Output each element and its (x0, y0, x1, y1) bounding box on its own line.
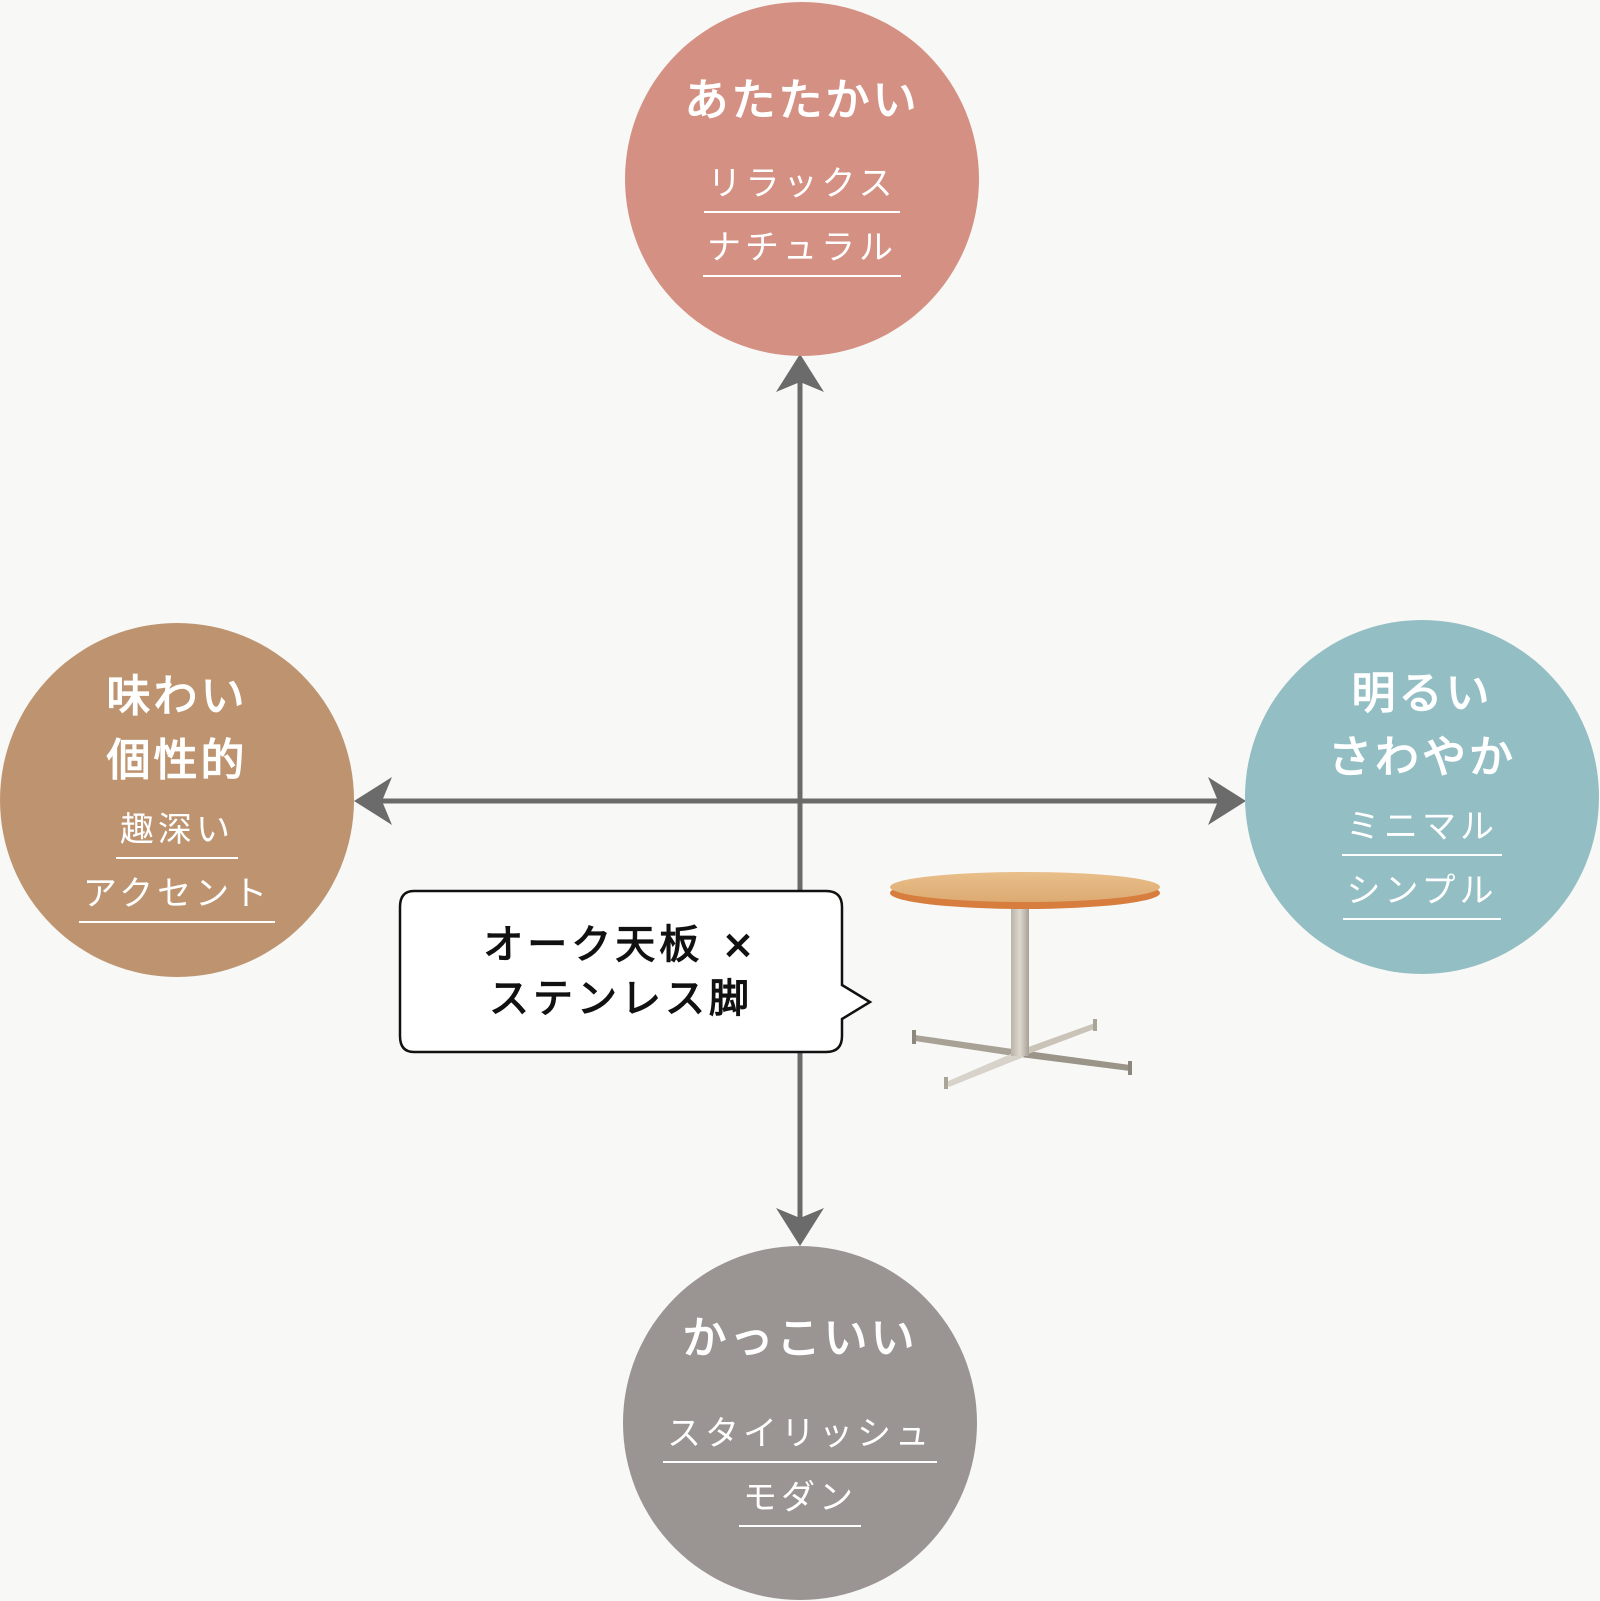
tag-link-modern[interactable]: モダン (739, 1475, 861, 1527)
arrow-left-icon (354, 777, 392, 825)
quadrant-cool-tags: スタイリッシュ モダン (663, 1411, 937, 1539)
arrow-right-icon (1208, 777, 1246, 825)
tag-link-relax[interactable]: リラックス (703, 161, 901, 213)
tag-link-tasteful[interactable]: 趣深い (116, 807, 238, 859)
tag-link-minimal[interactable]: ミニマル (1342, 804, 1502, 856)
quadrant-flavor-title: 味わい 個性的 (106, 671, 248, 786)
quadrant-flavor-circle: 味わい 個性的 趣深い アクセント (0, 623, 354, 977)
callout-line-2: ステンレス脚 (489, 975, 753, 1022)
table-base-icon (912, 1019, 1132, 1089)
table-pole-icon (1011, 898, 1029, 1056)
quadrant-bright-tags: ミニマル シンプル (1342, 804, 1502, 932)
quadrant-warm-circle: あたたかい リラックス ナチュラル (625, 2, 979, 356)
quadrant-bright-title: 明るい さわやか (1328, 668, 1516, 783)
quadrant-bright-circle: 明るい さわやか ミニマル シンプル (1245, 620, 1599, 974)
quadrant-warm-title: あたたかい (684, 75, 920, 126)
speech-bubble-shape (398, 889, 873, 1054)
arrow-up-icon (776, 354, 824, 392)
tag-link-simple[interactable]: シンプル (1342, 868, 1502, 920)
tag-link-natural[interactable]: ナチュラル (703, 225, 901, 277)
table-product-image (890, 872, 1160, 1089)
tag-link-accent[interactable]: アクセント (78, 871, 276, 923)
callout-text: オーク天板 × ステンレス脚 (400, 891, 842, 1052)
callout-line-1: オーク天板 × (483, 921, 759, 968)
quadrant-cool-circle: かっこいい スタイリッシュ モダン (623, 1246, 977, 1600)
tag-link-stylish[interactable]: スタイリッシュ (663, 1411, 937, 1463)
quadrant-cool-title: かっこいい (682, 1313, 918, 1364)
quadrant-flavor-tags: 趣深い アクセント (78, 807, 276, 935)
arrow-down-icon (776, 1208, 824, 1246)
quadrant-warm-tags: リラックス ナチュラル (703, 161, 901, 289)
table-top-icon (890, 872, 1160, 909)
product-callout: オーク天板 × ステンレス脚 (398, 889, 878, 1055)
